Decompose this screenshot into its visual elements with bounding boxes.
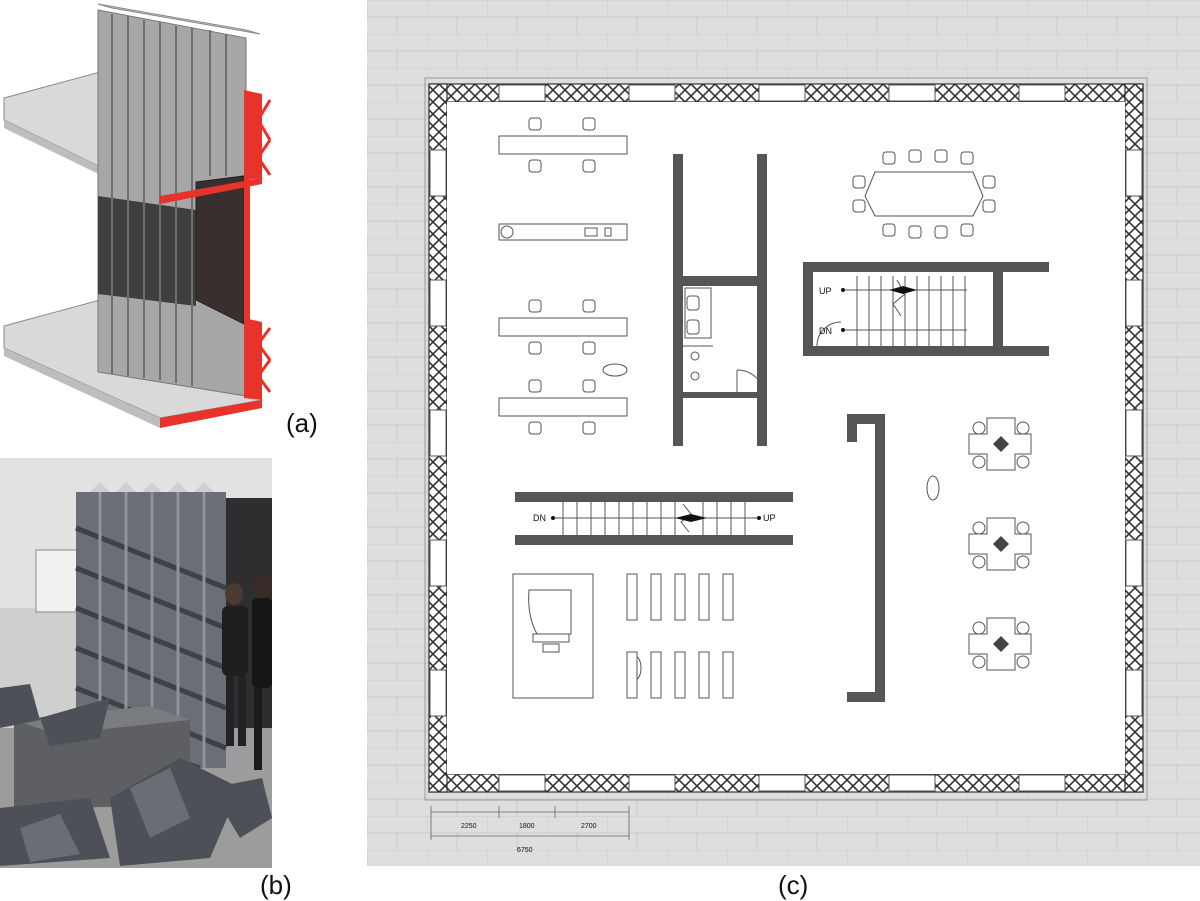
cross-table-centres [993,436,1009,652]
caption-b: (b) [260,870,292,900]
floor-plan: UP DN DN UP [367,0,1200,866]
dimension-total: 6750 [517,847,533,854]
lattice-top-notches [90,482,214,492]
facade-lattice-walls [428,83,1144,793]
red-bracing [244,99,272,393]
caption-c: (c) [778,870,809,900]
upper-stair-arrows [841,286,917,332]
vertical-fins [111,14,227,386]
upper-stair-dn-label: DN [819,326,832,336]
interior-walls [515,154,1049,702]
lower-stair-up-label: UP [763,513,776,523]
dimension-3: 2700 [581,823,597,830]
dimension-line [430,806,630,840]
caption-a: (a) [286,408,318,438]
wall-coping [97,3,261,35]
facade-windows [429,84,1143,792]
facade-axonometric-drawing [3,3,272,428]
lower-stair-arrows [551,514,761,522]
prototype-photo-drawing [0,458,272,868]
projection-screen [35,549,81,613]
dimension-1: 2250 [461,823,477,830]
upper-stair-up-label: UP [819,286,832,296]
conference-table [852,149,996,239]
window-recess [195,175,245,325]
building-outline [424,77,1148,801]
upper-stair [816,276,967,347]
facade-axonometric [0,0,282,432]
prototype-photo [0,458,272,868]
dimension-2: 1800 [519,823,535,830]
study-tables [498,117,628,435]
floor-plan-drawing: UP DN DN UP [367,0,1200,866]
lecture-seating [626,573,734,699]
people [222,575,272,770]
lower-stair-dn-label: DN [533,513,546,523]
restroom-fixtures [683,287,766,399]
lower-slab-edge [4,348,160,428]
piano-area [512,573,594,699]
scattered-panels-light [20,768,190,862]
dark-screen-band [98,196,196,306]
